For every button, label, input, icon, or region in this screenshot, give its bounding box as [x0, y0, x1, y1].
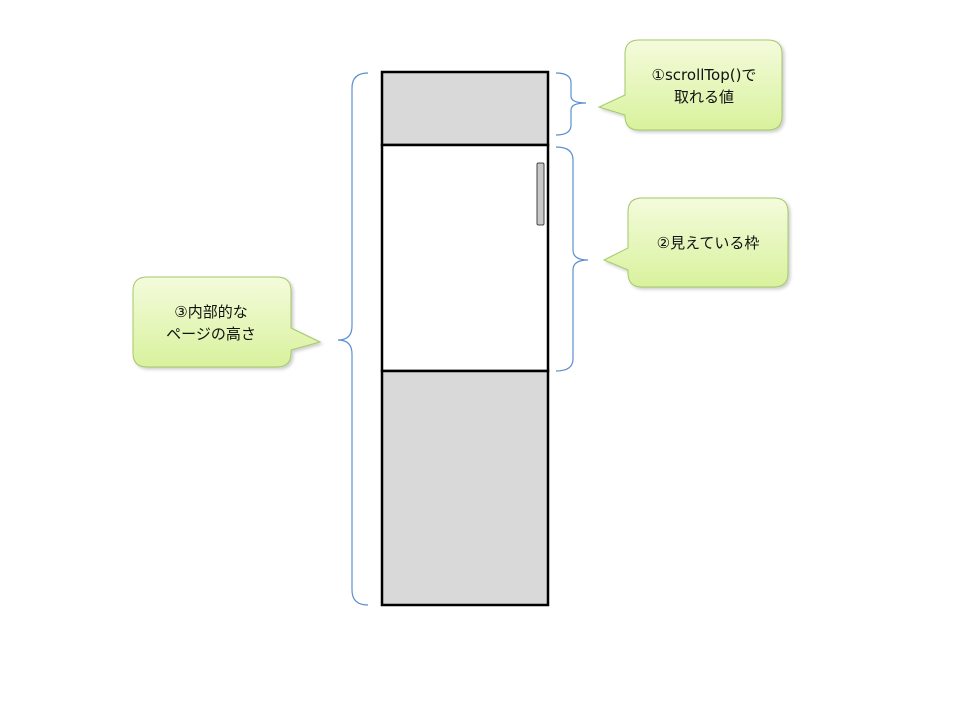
callout-scroll-top-line2: 取れる値: [674, 88, 734, 106]
callout-inner-height: [132, 276, 322, 368]
callout-inner-height-line1: ③内部的な: [174, 303, 247, 321]
scroll-top-brace: [555, 72, 587, 136]
callout-scroll-top-line1: ①scrollTop()で: [652, 66, 757, 84]
callout-visible-frame-text: ②見えている枠: [657, 234, 760, 252]
page-height-brace: [337, 72, 369, 606]
scrollbar-thumb: [536, 162, 545, 226]
below-viewport-area: [380, 369, 550, 607]
visible-viewport: [380, 143, 550, 373]
visible-frame-brace: [555, 146, 589, 372]
scrolled-top-area: [380, 70, 550, 147]
callout-inner-height-line2: ページの高さ: [166, 325, 256, 343]
callout-visible-frame: [602, 197, 789, 288]
callout-scroll-top: [597, 39, 783, 131]
